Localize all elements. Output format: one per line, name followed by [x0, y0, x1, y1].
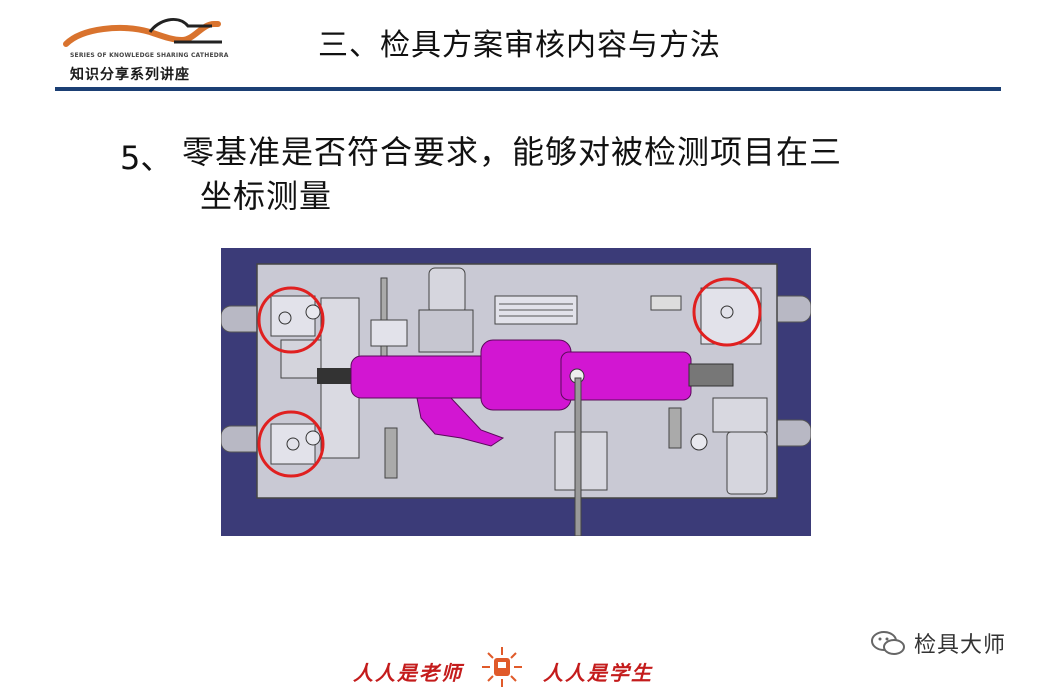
post-2 [384, 427, 398, 479]
fixture-drawing [220, 248, 812, 537]
footer-slogan: 人人是老师 人人是学生 [345, 645, 675, 687]
datum-highlight-circle [257, 410, 325, 478]
watermark: 检具大师 [870, 628, 1006, 658]
sun-emblem-icon [482, 647, 522, 687]
point-text-line1: 零基准是否符合要求，能够对被检测项目在三 [182, 133, 843, 171]
header-divider [55, 87, 1001, 91]
shaft-end-right [688, 363, 734, 387]
page-title: 三、检具方案审核内容与方法 [318, 28, 721, 63]
top-cylinder [428, 267, 466, 315]
point-number: 5、 [120, 139, 173, 177]
slogan-right: 人人是学生 [543, 661, 653, 685]
point-text-line2: 坐标测量 [200, 177, 333, 215]
datum-highlight-circle [692, 277, 762, 347]
logo-tagline: SERIES OF KNOWLEDGE SHARING CATHEDRA [70, 52, 229, 59]
post-3 [668, 407, 682, 449]
bracket-arm [416, 397, 505, 447]
steering-column-housing [480, 339, 572, 411]
small-bracket [650, 295, 682, 311]
cylinder-mount [418, 309, 474, 353]
toggle-clamp-lever [574, 377, 582, 537]
car-silhouette-icon [63, 17, 222, 47]
right-clamp-block [712, 397, 768, 433]
datum-block-2 [270, 423, 316, 465]
right-cylinder [726, 431, 768, 495]
brand-logo: SERIES OF KNOWLEDGE SHARING CATHEDRA 知识分… [62, 10, 232, 83]
datum-pin-2 [286, 437, 300, 451]
slogan-left: 人人是老师 [353, 661, 463, 685]
watermark-text: 检具大师 [914, 633, 1007, 658]
cad-fixture-image [220, 248, 812, 537]
locating-hole-3 [690, 433, 708, 451]
locating-hole-1 [305, 304, 321, 320]
wechat-icon [871, 631, 905, 655]
datum-pin-3 [720, 305, 734, 319]
datum-pin-1 [278, 311, 292, 325]
datum-highlight-circle [257, 286, 325, 354]
post-clamp-1 [370, 319, 408, 347]
locating-hole-2 [305, 430, 321, 446]
logo-series-name: 知识分享系列讲座 [70, 67, 190, 83]
shaft-end-left [317, 368, 357, 384]
left-clamp [280, 339, 322, 379]
